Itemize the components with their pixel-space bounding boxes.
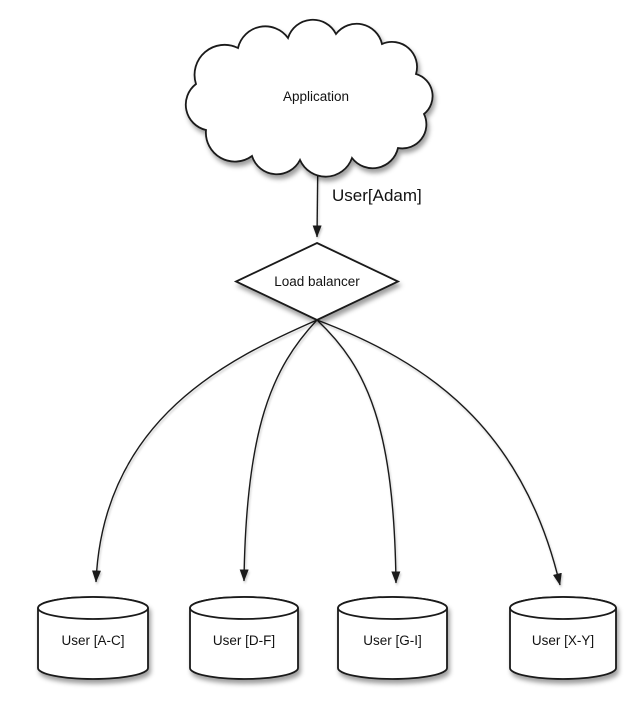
edge-group	[92, 147, 562, 586]
edge-label-user-adam: User[Adam]	[332, 186, 422, 205]
load-balancer-label: Load balancer	[274, 274, 360, 289]
cylinder-top-rim	[37, 596, 149, 620]
shard-label-4: User [X-Y]	[532, 633, 594, 648]
cylinder-top-rim	[337, 596, 448, 620]
edge-load-balancer-to-shard-1	[92, 319, 318, 583]
diamond-shape	[233, 242, 401, 321]
cylinder-top-rim	[189, 596, 299, 620]
shard-node-1: User [A-C]	[37, 596, 149, 680]
edge-load-balancer-to-shard-2	[239, 319, 318, 582]
shard-label-2: User [D-F]	[213, 633, 275, 648]
load-balancer-node: Load balancer	[233, 242, 401, 321]
shard-node-3: User [G-I]	[337, 596, 448, 680]
shard-node-4: User [X-Y]	[509, 596, 617, 680]
shard-label-1: User [A-C]	[61, 633, 124, 648]
application-label: Application	[283, 89, 349, 104]
edge-load-balancer-to-shard-4	[316, 319, 562, 586]
cloud-shape	[184, 18, 434, 178]
shard-node-2: User [D-F]	[189, 596, 299, 680]
cylinder-top-rim	[509, 596, 617, 620]
application-cloud-node: Application	[184, 18, 434, 178]
shard-label-3: User [G-I]	[363, 633, 422, 648]
edge-load-balancer-to-shard-3	[316, 319, 401, 584]
